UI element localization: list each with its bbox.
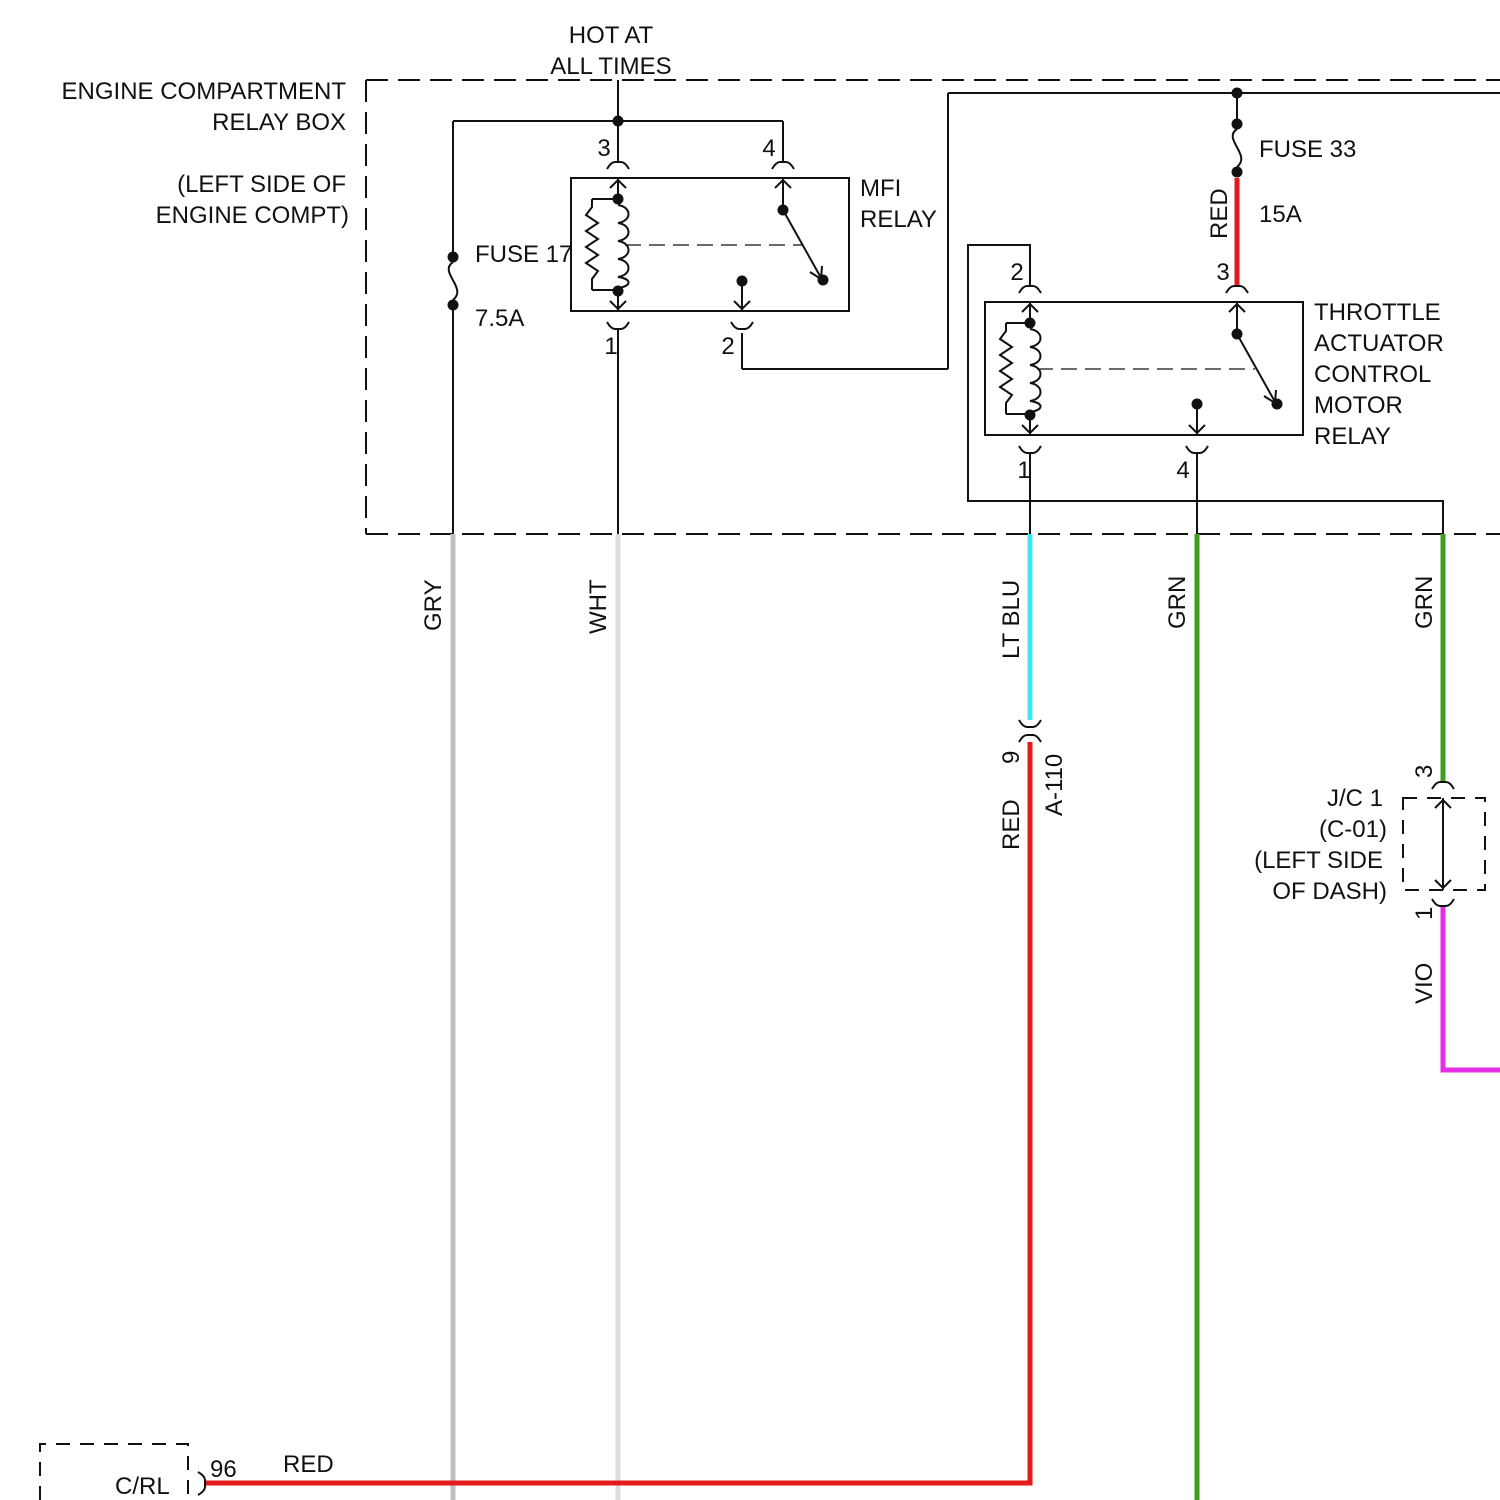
tac-relay-label-5: RELAY (1314, 423, 1391, 450)
relay-box-name-line2: RELAY BOX (212, 109, 346, 136)
fuse33-rating: 15A (1259, 201, 1302, 228)
wire-label-vio: VIO (1411, 963, 1438, 1004)
tac-relay-label-4: MOTOR (1314, 392, 1403, 419)
jc1-label-1: J/C 1 (1327, 785, 1383, 812)
jc1-pin-3: 3 (1411, 765, 1438, 778)
tac-relay-label-2: ACTUATOR (1314, 330, 1444, 357)
wire-label-red-a110: RED (998, 799, 1025, 850)
wire-label-red-crl: RED (283, 1451, 334, 1478)
tac-relay-label-3: CONTROL (1314, 361, 1431, 388)
jc1-label-3: (LEFT SIDE (1254, 847, 1383, 874)
tac-relay-label-1: THROTTLE (1314, 299, 1441, 326)
fuse17-label: FUSE 17 (475, 241, 572, 268)
crl-label: C/RL (115, 1473, 170, 1500)
hot-at-label: HOT AT (569, 22, 654, 49)
relay-box-location-line2: ENGINE COMPT) (156, 202, 349, 229)
crl-pin-96: 96 (210, 1456, 237, 1483)
junction-connector-jc1 (1403, 782, 1485, 906)
tac-pin-4: 4 (1176, 457, 1189, 484)
wire-label-red-fuse33: RED (1206, 188, 1233, 239)
connector-a110-label: A-110 (1041, 754, 1068, 816)
fuse33-label: FUSE 33 (1259, 136, 1356, 163)
mfi-pin-3: 3 (597, 135, 610, 162)
jc1-label-2: (C-01) (1319, 816, 1387, 843)
tac-pin-1: 1 (1017, 457, 1030, 484)
mfi-relay-label-1: MFI (860, 175, 901, 202)
wire-label-grn-1: GRN (1164, 576, 1191, 629)
tac-pin-3: 3 (1216, 259, 1229, 286)
wire-vio (1443, 906, 1500, 1070)
mfi-pin-2: 2 (721, 333, 734, 360)
relay-box-name-line1: ENGINE COMPARTMENT (62, 78, 347, 105)
wire-label-wht: WHT (585, 579, 612, 634)
connector-a110 (1019, 720, 1041, 742)
fuse-33 (1232, 93, 1243, 178)
throttle-actuator-control-motor-relay (968, 245, 1443, 534)
fuse17-rating: 7.5A (475, 305, 524, 332)
wire-label-lt-blu: LT BLU (998, 580, 1025, 659)
all-times-label: ALL TIMES (550, 53, 671, 80)
mfi-relay-label-2: RELAY (860, 206, 937, 233)
relay-box-location-line1: (LEFT SIDE OF (177, 171, 346, 198)
mfi-pin-1: 1 (604, 333, 617, 360)
fuse-17 (448, 121, 459, 311)
wire-label-grn-2: GRN (1411, 576, 1438, 629)
jc1-label-4: OF DASH) (1272, 878, 1387, 905)
a110-pin-9: 9 (998, 751, 1025, 764)
tac-pin-2: 2 (1010, 259, 1023, 286)
mfi-pin-4: 4 (762, 135, 775, 162)
jc1-pin-1: 1 (1411, 907, 1438, 920)
wire-label-gry: GRY (420, 579, 447, 631)
